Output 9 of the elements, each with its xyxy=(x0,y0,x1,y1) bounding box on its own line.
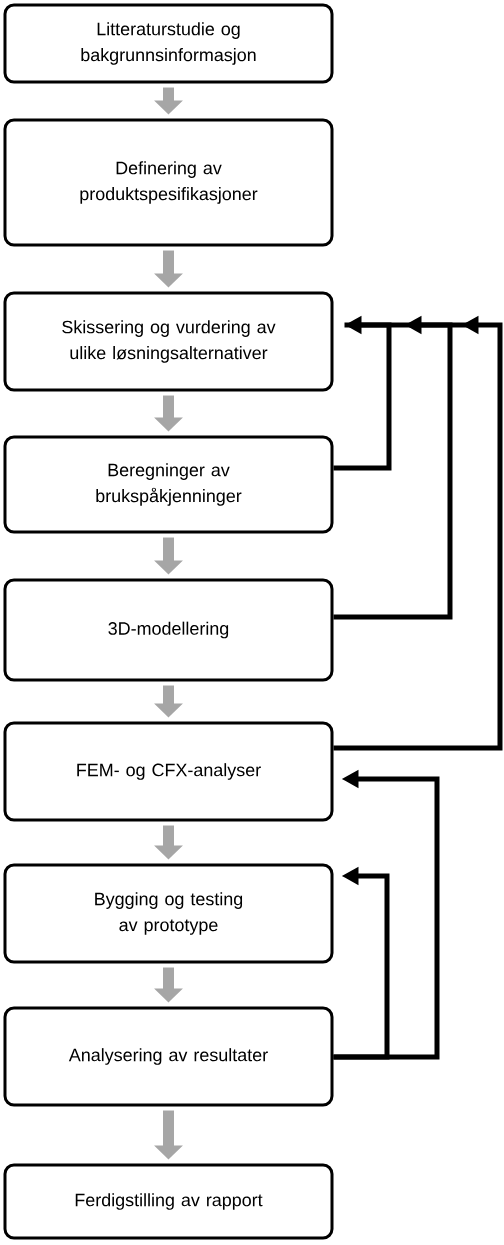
process-box: 3D-modellering xyxy=(3,578,334,682)
process-box: Litteraturstudie og bakgrunnsinformasjon xyxy=(3,3,334,84)
process-box: Beregninger av brukspåkjenninger xyxy=(3,435,334,534)
process-box: Ferdigstilling av rapport xyxy=(3,1163,334,1240)
process-box: Definering av produktspesifikasjoner xyxy=(3,118,334,247)
process-box: Skissering og vurdering av ulike løsningsalternativer xyxy=(3,291,334,392)
process-box: Bygging og testing av prototype xyxy=(3,863,334,964)
process-box: FEM- og CFX-analyser xyxy=(3,721,334,822)
process-box: Analysering av resultater xyxy=(3,1006,334,1107)
